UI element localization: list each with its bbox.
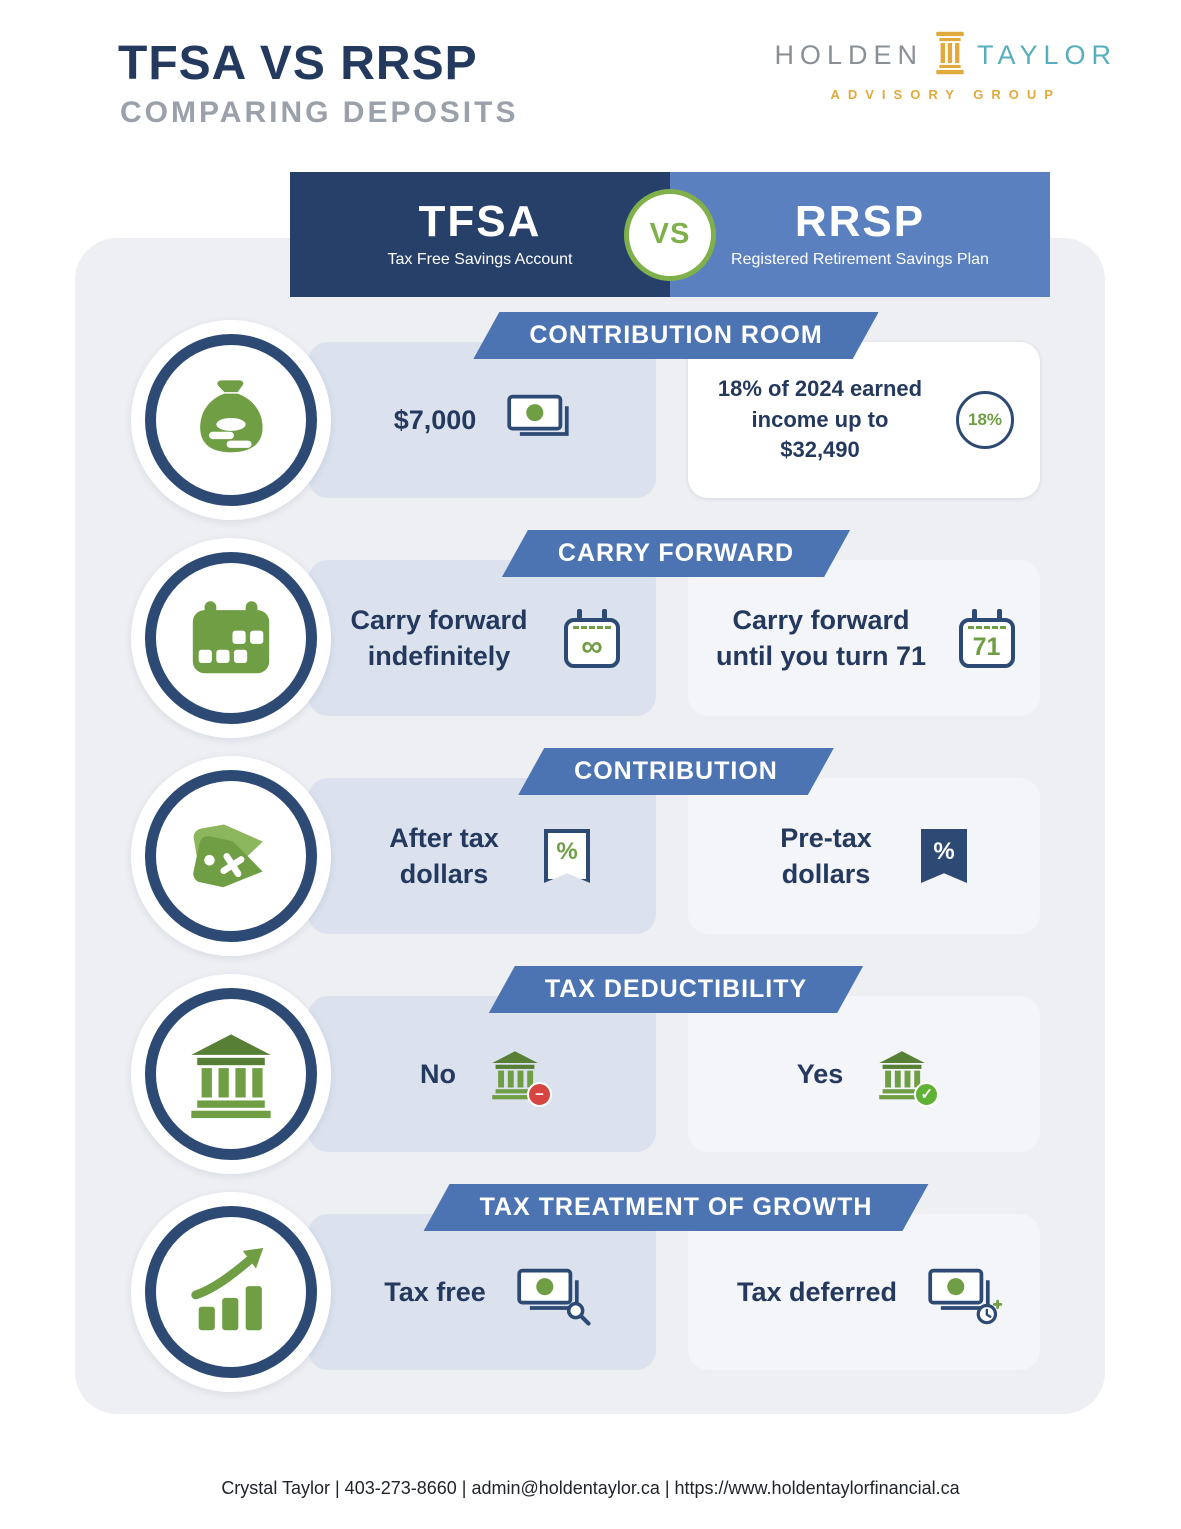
row-tax-treatment-of-growth: TAX TREATMENT OF GROWTH Tax free Tax def… [0,1214,1181,1392]
tfsa-header: TFSA Tax Free Savings Account [290,172,670,297]
tfsa-panel-contribution-room: $7,000 [308,342,656,498]
check-badge-icon: ✓ [914,1082,940,1107]
bank-icon [131,974,331,1174]
row-tax-deductibility: TAX DEDUCTIBILITY No − [0,996,1181,1174]
section-banner-label: TAX DEDUCTIBILITY [544,975,808,1003]
rrsp-value: Yes [796,1058,844,1089]
bank-check-icon: ✓ [873,1047,940,1107]
versus-header: TFSA Tax Free Savings Account RRSP Regis… [290,172,1050,297]
rrsp-value: Pre-tax dollars [780,822,872,889]
calendar-icon [131,538,331,738]
contact-footer: Crystal Taylor | 403-273-8660 | admin@ho… [221,1478,960,1498]
18-percent-badge-icon: 18% [956,391,1014,449]
money-bag-icon [131,320,331,520]
rrsp-panel-contribution: Pre-tax dollars % [688,778,1040,934]
tfsa-panel-contribution: After tax dollars % [308,778,656,934]
section-banner: CARRY FORWARD [502,530,850,577]
tfsa-full-name: Tax Free Savings Account [387,251,573,268]
banknote-icon [506,393,570,448]
rrsp-value: 18% of 2024 earned income up to $32,490 [717,375,923,463]
money-magnifier-icon [516,1267,591,1326]
tfsa-value: $7,000 [393,404,477,435]
logo-word-taylor: TAYLOR [976,40,1117,70]
tfsa-value: Carry forward indefinitely [350,604,528,671]
rrsp-panel-carry-forward: Carry forward until you turn 71 71 [688,560,1040,716]
rrsp-value: Tax deferred [736,1276,898,1307]
section-banner: CONTRIBUTION [518,748,834,795]
row-contribution-room: CONTRIBUTION ROOM $7,000 18% of 2024 ear… [0,342,1181,520]
row-carry-forward: CARRY FORWARD Carry forward indefinitely… [0,560,1181,738]
page-title: TFSA VS RRSP [118,37,478,90]
clock-plus-icon [976,1299,1003,1325]
company-logo: HOLDEN TAYLOR ADVISORY GROUP [774,30,1117,102]
calendar-71-icon: 71 [958,609,1015,668]
section-banner-label: CONTRIBUTION ROOM [529,321,823,349]
rrsp-header: RRSP Registered Retirement Savings Plan [670,172,1050,297]
pillar-icon [935,30,965,81]
calendar-infinity-icon: ∞ [564,609,620,668]
section-banner: CONTRIBUTION ROOM [473,312,878,359]
logo-tagline: ADVISORY GROUP [830,87,1061,102]
row-contribution: CONTRIBUTION After tax dollars % Pre-tax… [0,778,1181,956]
tfsa-panel-tax-treatment: Tax free [308,1214,656,1370]
tfsa-panel-carry-forward: Carry forward indefinitely ∞ [308,560,656,716]
tfsa-title: TFSA [418,197,542,246]
rrsp-panel-contribution-room: 18% of 2024 earned income up to $32,490 … [688,342,1040,498]
rrsp-value: Carry forward until you turn 71 [715,604,926,671]
tfsa-value: No [420,1058,456,1089]
tfsa-value: After tax dollars [389,822,499,889]
money-clock-icon [927,1267,1003,1325]
magnifier-icon [566,1301,591,1326]
minus-badge-icon: − [527,1082,552,1107]
rrsp-title: RRSP [794,197,926,246]
price-tag-icon [131,756,331,956]
page-subtitle: COMPARING DEPOSITS [120,96,519,129]
section-banner: TAX DEDUCTIBILITY [489,966,863,1013]
vs-badge: VS [624,188,716,281]
section-banner-label: TAX TREATMENT OF GROWTH [479,1193,873,1221]
tfsa-value: Tax free [384,1276,486,1307]
rrsp-panel-tax-treatment: Tax deferred [688,1214,1040,1370]
section-banner-label: CONTRIBUTION [574,757,778,785]
tfsa-panel-tax-deductibility: No − [308,996,656,1152]
growth-chart-icon [131,1192,331,1392]
receipt-percent-icon: % [544,829,590,883]
rrsp-full-name: Registered Retirement Savings Plan [731,251,989,268]
bank-minus-icon: − [486,1047,552,1107]
section-banner: TAX TREATMENT OF GROWTH [424,1184,929,1231]
logo-word-holden: HOLDEN [774,40,923,70]
rrsp-panel-tax-deductibility: Yes ✓ [688,996,1040,1152]
section-banner-label: CARRY FORWARD [557,539,795,567]
receipt-percent-icon: % [921,829,967,883]
